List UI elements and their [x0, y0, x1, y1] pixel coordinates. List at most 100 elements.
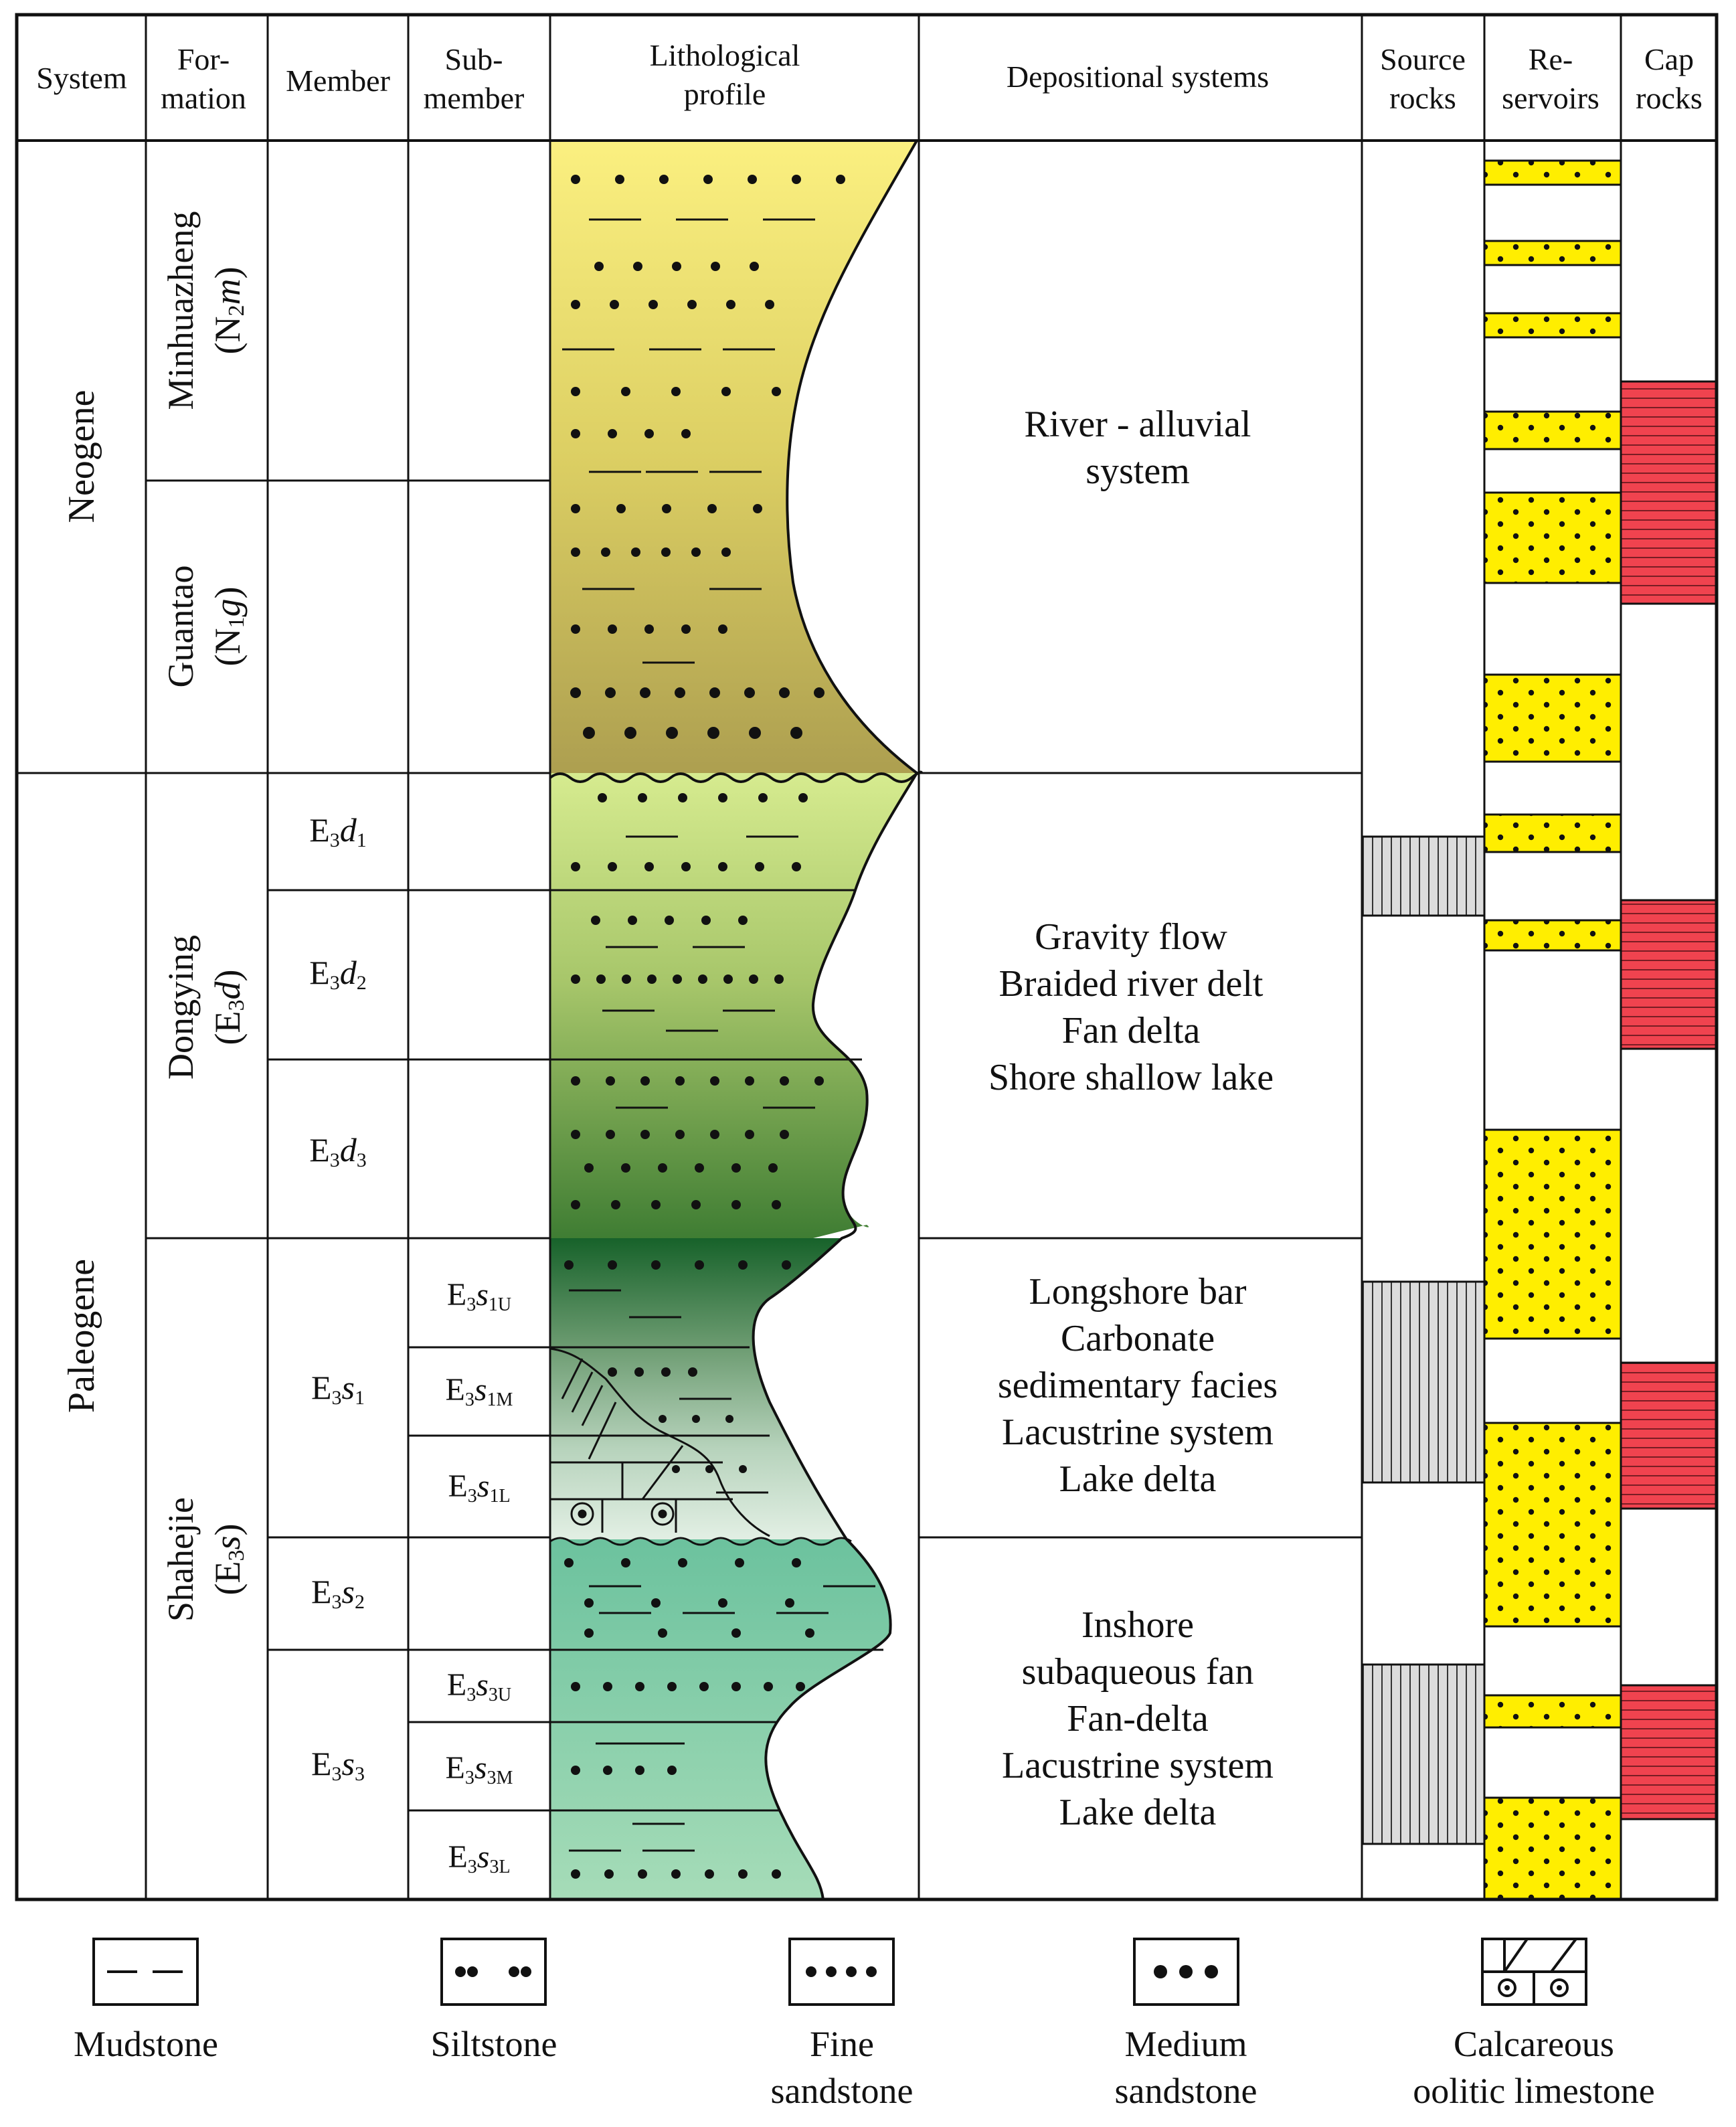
formation-guantao: Guantao	[161, 566, 201, 688]
reservoir-bar	[1483, 312, 1622, 339]
lithology-dot	[681, 862, 691, 871]
lithology-dot	[606, 1130, 615, 1139]
lithology-dot	[571, 547, 580, 557]
lithology-dot	[780, 1076, 789, 1086]
header-reservoirs-line2: servoirs	[1502, 81, 1599, 115]
submember-labels: E3s1U E3s1M E3s1L E3s3U E3s3M E3s3L	[446, 1277, 513, 1877]
lithology-profile-outline	[752, 140, 919, 1900]
lithology-dot	[796, 1682, 805, 1691]
lithology-dot	[608, 1260, 617, 1270]
lithology-dot	[615, 175, 624, 184]
lithology-dot	[688, 1367, 697, 1377]
cap-rock-bar	[1620, 380, 1718, 605]
header-depositional: Depositional systems	[1007, 60, 1269, 94]
lithology-dot	[658, 1163, 667, 1173]
lithology-dot	[665, 916, 674, 925]
lithology-dot	[571, 624, 580, 634]
cap-rock-bar	[1620, 1361, 1718, 1510]
lithology-dot	[571, 1130, 580, 1139]
lithology-dot	[640, 1076, 650, 1086]
reservoir-bar	[1483, 240, 1622, 266]
header-system: System	[36, 61, 127, 95]
header-lithology-line2: profile	[684, 77, 766, 111]
lithology-dot	[667, 1766, 677, 1775]
lithology-dot	[792, 1558, 801, 1567]
legend: Mudstone Siltstone Fine sandstone Medium…	[74, 1938, 1655, 2111]
lithology-dot	[605, 687, 616, 698]
lithology-dot	[622, 974, 631, 984]
lithology-dot	[798, 793, 808, 802]
lithology-dot	[805, 1628, 814, 1638]
formation-shahejie: Shahejie	[161, 1497, 201, 1622]
dep-dongying-line3: Fan delta	[1062, 1010, 1201, 1051]
lithology-dot	[726, 300, 735, 309]
lithology-dot	[705, 1465, 713, 1473]
lithology-dot	[644, 624, 654, 634]
header-cap-line2: rocks	[1636, 81, 1703, 115]
lithology-dot	[678, 1558, 687, 1567]
lithology-dot	[755, 862, 764, 871]
lithology-dot	[718, 862, 727, 871]
lithology-dot	[675, 1076, 685, 1086]
member-e3d1: E3d1	[309, 811, 367, 851]
lithology-dot	[709, 687, 720, 698]
neogene-lithology-fill	[550, 141, 917, 773]
lithology-dot	[647, 974, 657, 984]
reservoir-bar	[1483, 491, 1622, 584]
lithology-dot	[571, 429, 580, 438]
member-e3s2: E3s2	[311, 1573, 365, 1613]
lithology-dot	[780, 1130, 789, 1139]
lithology-dot	[695, 1260, 704, 1270]
lithology-dot	[675, 1130, 685, 1139]
reservoir-column	[1483, 159, 1622, 1901]
reservoir-bar	[1483, 1796, 1622, 1901]
reservoir-bar	[1483, 1422, 1622, 1628]
lithology-dot	[672, 262, 681, 271]
lithology-dot	[745, 1130, 754, 1139]
lithology-dot	[651, 1260, 661, 1270]
lithology-dot	[571, 1869, 580, 1879]
lithology-dot	[631, 547, 640, 557]
lithology-dot	[571, 1076, 580, 1086]
lithology-symbols	[562, 175, 875, 1879]
lithology-dot	[584, 1628, 594, 1638]
lithology-dot	[710, 1076, 719, 1086]
lithology-dot	[648, 300, 658, 309]
legend-mudstone: Mudstone	[74, 1938, 218, 2064]
dep-s1-line4: Lacustrine system	[1002, 1412, 1274, 1453]
formation-minhuazheng-code: (N2m)	[207, 267, 249, 355]
lithology-dot	[644, 429, 654, 438]
lithology-dot	[608, 429, 617, 438]
lithology-dot	[772, 1200, 781, 1209]
lithology-dot	[753, 504, 762, 513]
system-neogene: Neogene	[61, 390, 102, 523]
lithology-dot	[691, 547, 701, 557]
lithology-dot	[571, 387, 580, 396]
lithology-dot	[735, 1558, 744, 1567]
lithology-dot	[731, 1200, 741, 1209]
lithology-dot	[591, 916, 600, 925]
lithology-dot	[661, 547, 671, 557]
source-rock-bar	[1361, 1280, 1486, 1484]
lithology-dot	[721, 547, 731, 557]
legend-siltstone: Siltstone	[430, 1938, 557, 2064]
reservoir-bar	[1483, 1128, 1622, 1340]
lithology-dot	[749, 727, 761, 739]
formation-shahejie-code: (E3s)	[207, 1524, 249, 1596]
lithology-dot	[621, 1163, 630, 1173]
lithology-dot	[633, 262, 642, 271]
dep-river-line2: system	[1086, 450, 1190, 492]
formation-dongying-code: (E3d)	[207, 970, 249, 1045]
lithology-dot	[723, 974, 733, 984]
lithology-dot	[782, 1260, 791, 1270]
lithology-dot	[638, 1869, 647, 1879]
lithology-dot	[564, 1558, 574, 1567]
shahejie-s1-lithology-fill	[550, 1238, 847, 1539]
formation-minhuazheng: Minhuazheng	[161, 211, 201, 410]
lithology-dot	[692, 1415, 700, 1423]
legend-fine-label-line1: Fine	[810, 2024, 874, 2064]
lithology-dot	[790, 727, 802, 739]
lithology-dot	[738, 1260, 748, 1270]
lithology-dot	[601, 547, 610, 557]
